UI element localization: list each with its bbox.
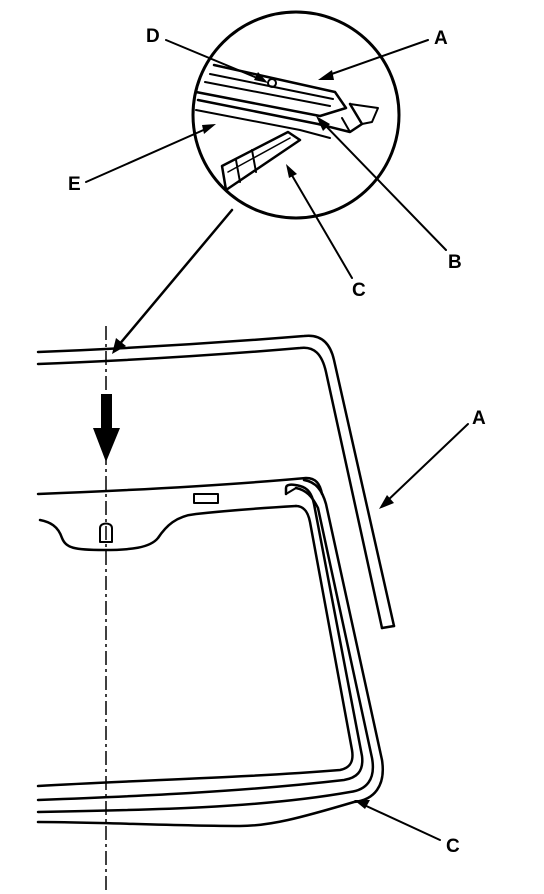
- molding-upper-rail: [194, 63, 348, 118]
- install-direction-arrow: [93, 394, 120, 462]
- detail-link-arrow: [112, 208, 234, 354]
- inspection-window: [193, 493, 219, 504]
- callout-d: D: [146, 26, 160, 47]
- molding-a-piece: [36, 334, 396, 630]
- mirror-mount: [99, 522, 113, 543]
- callout-c-bottom: C: [446, 836, 460, 857]
- callout-a-top: A: [434, 28, 448, 49]
- molding-c-channel: [36, 478, 385, 828]
- windshield-glass: [36, 476, 354, 788]
- callout-b: B: [448, 252, 462, 273]
- glass-edge-piece: [220, 130, 302, 192]
- magnifier-circle: [191, 10, 401, 220]
- detail-leaders: [85, 39, 447, 279]
- callout-c-top: C: [352, 280, 366, 301]
- detail-view: [191, 10, 401, 220]
- callout-e: E: [68, 174, 81, 195]
- main-leaders: [354, 423, 469, 841]
- callout-a-side: A: [472, 408, 486, 429]
